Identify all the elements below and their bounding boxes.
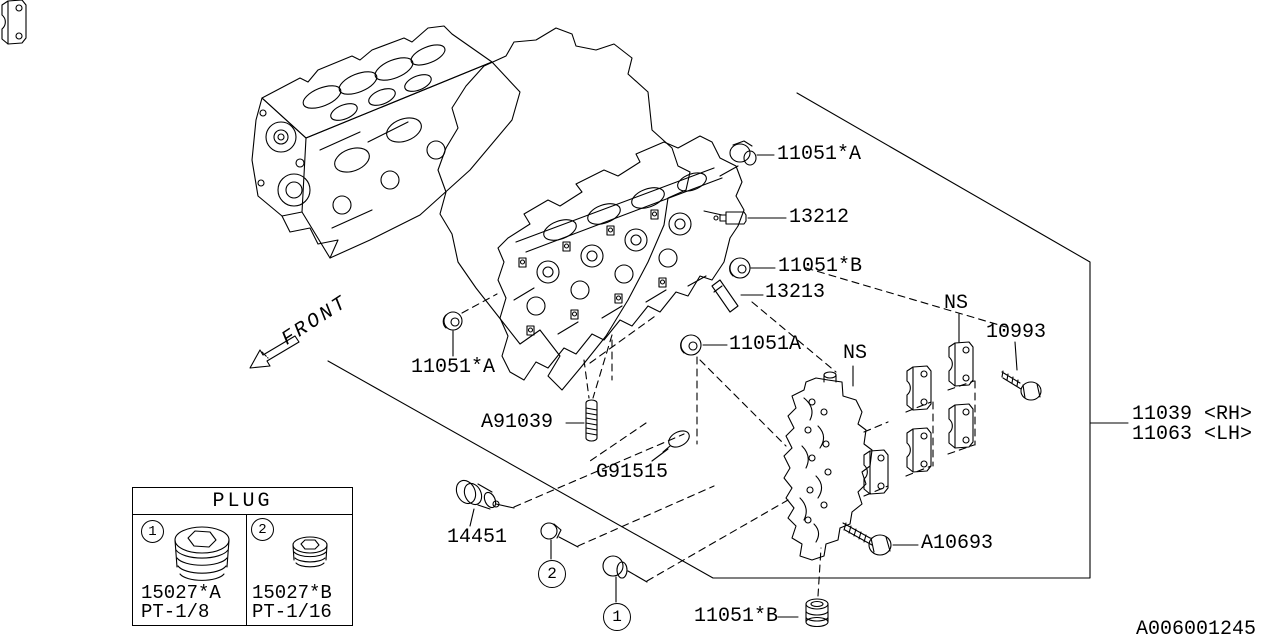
plug-14451-part	[455, 479, 500, 510]
diagram-doc-id: A006001245	[1136, 618, 1257, 640]
callout-13213[interactable]: 13213	[765, 281, 826, 304]
cam-carrier-bracket-drawing	[783, 371, 873, 561]
callout-11051a-plain[interactable]: 11051A	[729, 333, 802, 356]
plug-table-drawings	[174, 526, 328, 581]
callout-11051b-mid[interactable]: 11051*B	[778, 255, 863, 278]
small-parts	[442, 140, 1042, 628]
plug-size-pt116: PT-1/16	[252, 601, 332, 623]
callout-11063-lh[interactable]: 11063 <LH>	[1132, 423, 1253, 446]
bolt-a10693-part	[842, 522, 892, 556]
label-ns-left: NS	[843, 342, 868, 365]
cap-plug-2-part	[540, 522, 562, 540]
plug-table-title: PLUG	[133, 488, 352, 515]
washer-11051a-left-part	[442, 311, 463, 331]
cam-caps-drawing	[1, 0, 974, 495]
plug-15027a-part	[174, 526, 230, 581]
plug-table-divider	[246, 514, 247, 625]
callout-a10693[interactable]: A10693	[921, 532, 994, 555]
stud-a91039-part	[585, 399, 598, 442]
callout-11051a-top[interactable]: 11051*A	[777, 143, 862, 166]
callout-a91039[interactable]: A91039	[481, 411, 554, 434]
callout-circle-1[interactable]: 1	[603, 603, 631, 631]
callout-g91515[interactable]: G91515	[596, 461, 669, 484]
plug-11051b-bottom-part	[805, 598, 829, 628]
plug-table: PLUG 1 2 15027*A PT-1/8 15027*B PT-1/16	[132, 487, 353, 626]
sensor-13212-part	[713, 211, 747, 225]
callout-13212[interactable]: 13212	[789, 206, 850, 229]
washer-11051b-part	[729, 257, 751, 279]
cap-plug-1-part	[602, 555, 628, 579]
callout-11051b-bottom[interactable]: 11051*B	[694, 605, 779, 628]
plug-part-15027b: 15027*B	[252, 582, 332, 604]
plug-part-15027a: 15027*A	[141, 582, 221, 604]
callout-11051a-left[interactable]: 11051*A	[411, 356, 496, 379]
cylinder-head-drawing	[497, 135, 745, 381]
callout-14451[interactable]: 14451	[447, 526, 508, 549]
plug-15027b-part	[292, 536, 328, 568]
assembly-bracket-lines	[327, 92, 1091, 579]
label-ns-right: NS	[944, 292, 969, 315]
plug-table-num-1: 1	[141, 520, 164, 543]
front-arrow-icon	[249, 335, 300, 369]
dashed-lines	[461, 267, 1007, 597]
callout-circle-2[interactable]: 2	[538, 560, 566, 588]
callout-11039-rh[interactable]: 11039 <RH>	[1132, 403, 1253, 426]
cap-plug-11051a-top-part	[729, 140, 757, 166]
pin-13213-part	[711, 279, 739, 313]
plug-size-pt18: PT-1/8	[141, 601, 210, 623]
washer-11051a-plain-part	[680, 334, 702, 356]
leader-lines	[452, 154, 1129, 618]
plug-table-num-2: 2	[251, 518, 274, 541]
valve-g91515-part	[662, 430, 690, 453]
engine-block-drawing	[251, 25, 521, 259]
bolt-10993-part	[1001, 370, 1042, 401]
callout-10993[interactable]: 10993	[986, 321, 1047, 344]
valve-cover-panel-drawing	[437, 27, 691, 391]
